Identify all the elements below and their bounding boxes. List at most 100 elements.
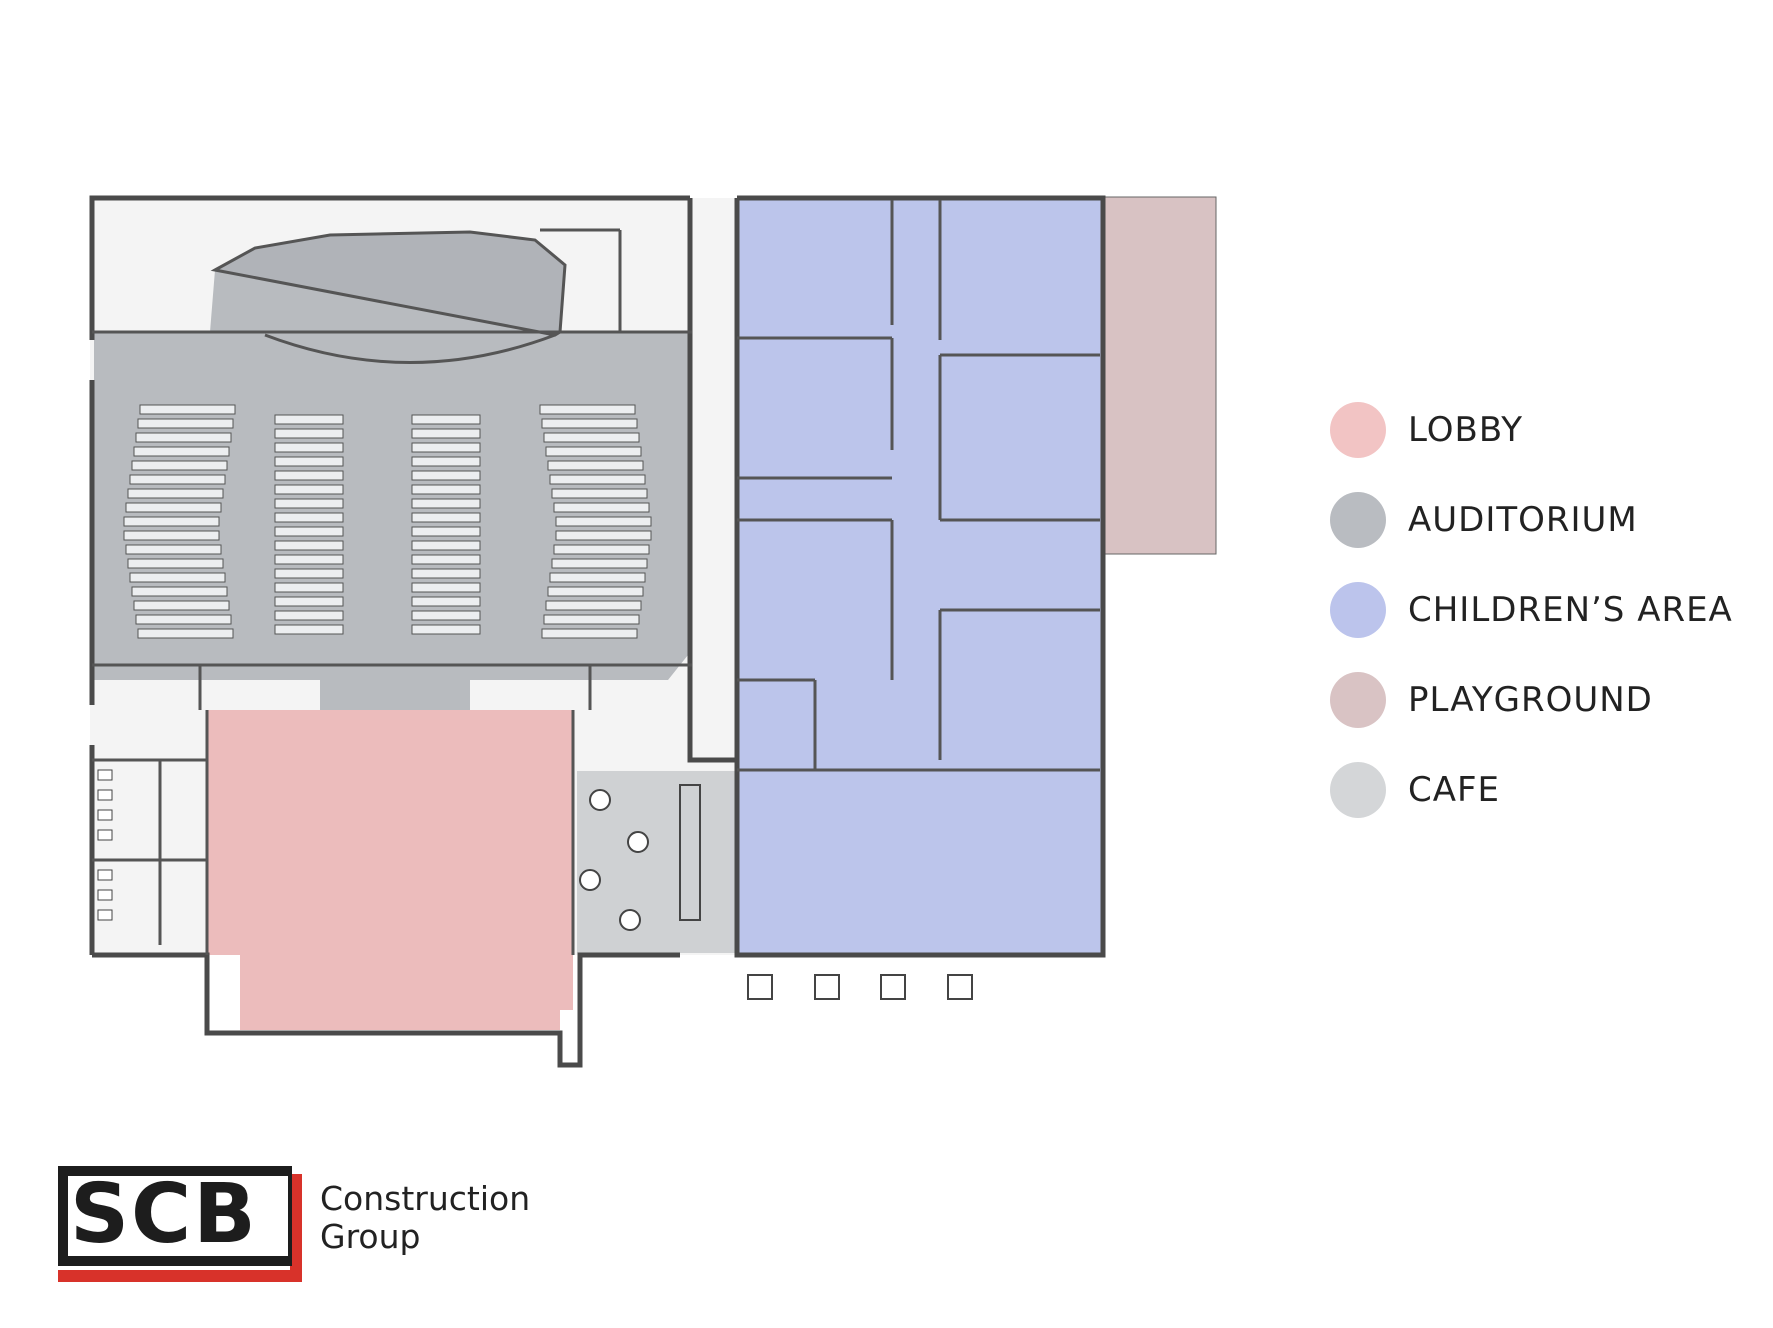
center-left-seat-row [274,596,344,607]
legend-label: LOBBY [1408,410,1524,450]
right-seat-row [547,586,644,597]
restroom-fixture [97,769,113,781]
center-left-seat-row [274,498,344,509]
left-seat-row [125,502,222,513]
center-right-seat-row [411,582,481,593]
stage-front-zone [320,655,470,710]
restroom-fixture [97,809,113,821]
logo-mark: SCB [70,1167,258,1262]
left-seat-row [139,404,236,415]
left-seat-row [133,446,230,457]
legend-item-childrens-area: CHILDREN’S AREA [1330,565,1733,655]
left-seat-row [127,558,224,569]
center-right-seat-row [411,470,481,481]
center-left-seat-row [274,512,344,523]
center-right-seat-row [411,484,481,495]
outdoor-table [747,974,773,1000]
center-left-seat-row [274,568,344,579]
cafe-table [627,831,649,853]
walls-layer [89,195,1106,1068]
center-right-seat-row [411,610,481,621]
center-left-seat-row [274,414,344,425]
right-seat-row [547,460,644,471]
right-seat-row [555,530,652,541]
center-left-seat-row [274,428,344,439]
left-seat-row [137,418,234,429]
center-left-seat-row [274,442,344,453]
left-seat-row [129,572,226,583]
left-seat-row [131,586,228,597]
center-right-seat-row [411,568,481,579]
center-left-seat-row [274,456,344,467]
playground-swatch [1330,672,1386,728]
right-seat-row [551,558,648,569]
auditorium-zone [94,232,692,680]
restroom-fixture [97,789,113,801]
center-left-seat-row [274,484,344,495]
center-right-seat-row [411,442,481,453]
legend-label: AUDITORIUM [1408,500,1638,540]
logo-black-frame [58,1166,292,1266]
center-right-seat-row [411,512,481,523]
right-seat-row [549,474,646,485]
zones-layer [90,196,1217,1030]
left-seat-row [131,460,228,471]
left-seat-row [123,516,220,527]
center-right-seat-row [411,554,481,565]
outdoor-table [947,974,973,1000]
left-seat-row [125,544,222,555]
logo-line-2: Group [320,1217,421,1256]
outdoor-table [814,974,840,1000]
left-seat-row [127,488,224,499]
north-wall-west [89,195,690,340]
legend-item-playground: PLAYGROUND [1330,655,1733,745]
right-seat-row [551,488,648,499]
legend-item-cafe: CAFE [1330,745,1733,835]
cafe-swatch [1330,762,1386,818]
restroom-fixture [97,889,113,901]
right-seat-row [543,614,640,625]
right-seat-row [545,446,642,457]
left-seat-row [133,600,230,611]
lobby-swatch [1330,402,1386,458]
right-seat-row [555,516,652,527]
right-seat-row [539,404,636,415]
left-seat-row [135,432,232,443]
center-right-seat-row [411,498,481,509]
right-seat-row [545,600,642,611]
right-seat-row [543,432,640,443]
company-logo: SCB Construction Group [52,1166,572,1282]
right-seat-row [553,544,650,555]
center-right-seat-row [411,624,481,635]
restroom-fixture [97,909,113,921]
stage-edge [264,333,556,364]
corridor-wall [687,198,737,763]
center-right-seat-row [411,596,481,607]
childrens-area-zone [737,200,1101,955]
center-left-seat-row [274,526,344,537]
logo-red-frame [58,1174,302,1282]
center-right-seat-row [411,456,481,467]
center-left-seat-row [274,554,344,565]
cafe-table [589,789,611,811]
details-layer [97,230,973,1000]
left-seat-row [137,628,234,639]
center-right-seat-row [411,540,481,551]
lobby-zone [207,710,573,1030]
legend-item-auditorium: AUDITORIUM [1330,475,1733,565]
legend-label: PLAYGROUND [1408,680,1653,720]
center-left-seat-row [274,624,344,635]
childrens-area-swatch [1330,582,1386,638]
left-seat-row [129,474,226,485]
cafe-table [619,909,641,931]
right-seat-row [541,418,638,429]
restroom-fixture [97,829,113,841]
left-seat-row [123,530,220,541]
center-right-seat-row [411,428,481,439]
stage [210,230,567,337]
left-seat-row [135,614,232,625]
logo-wordmark: Construction Group [320,1180,530,1256]
logo-line-1: Construction [320,1179,531,1218]
cafe-counter [679,784,701,921]
